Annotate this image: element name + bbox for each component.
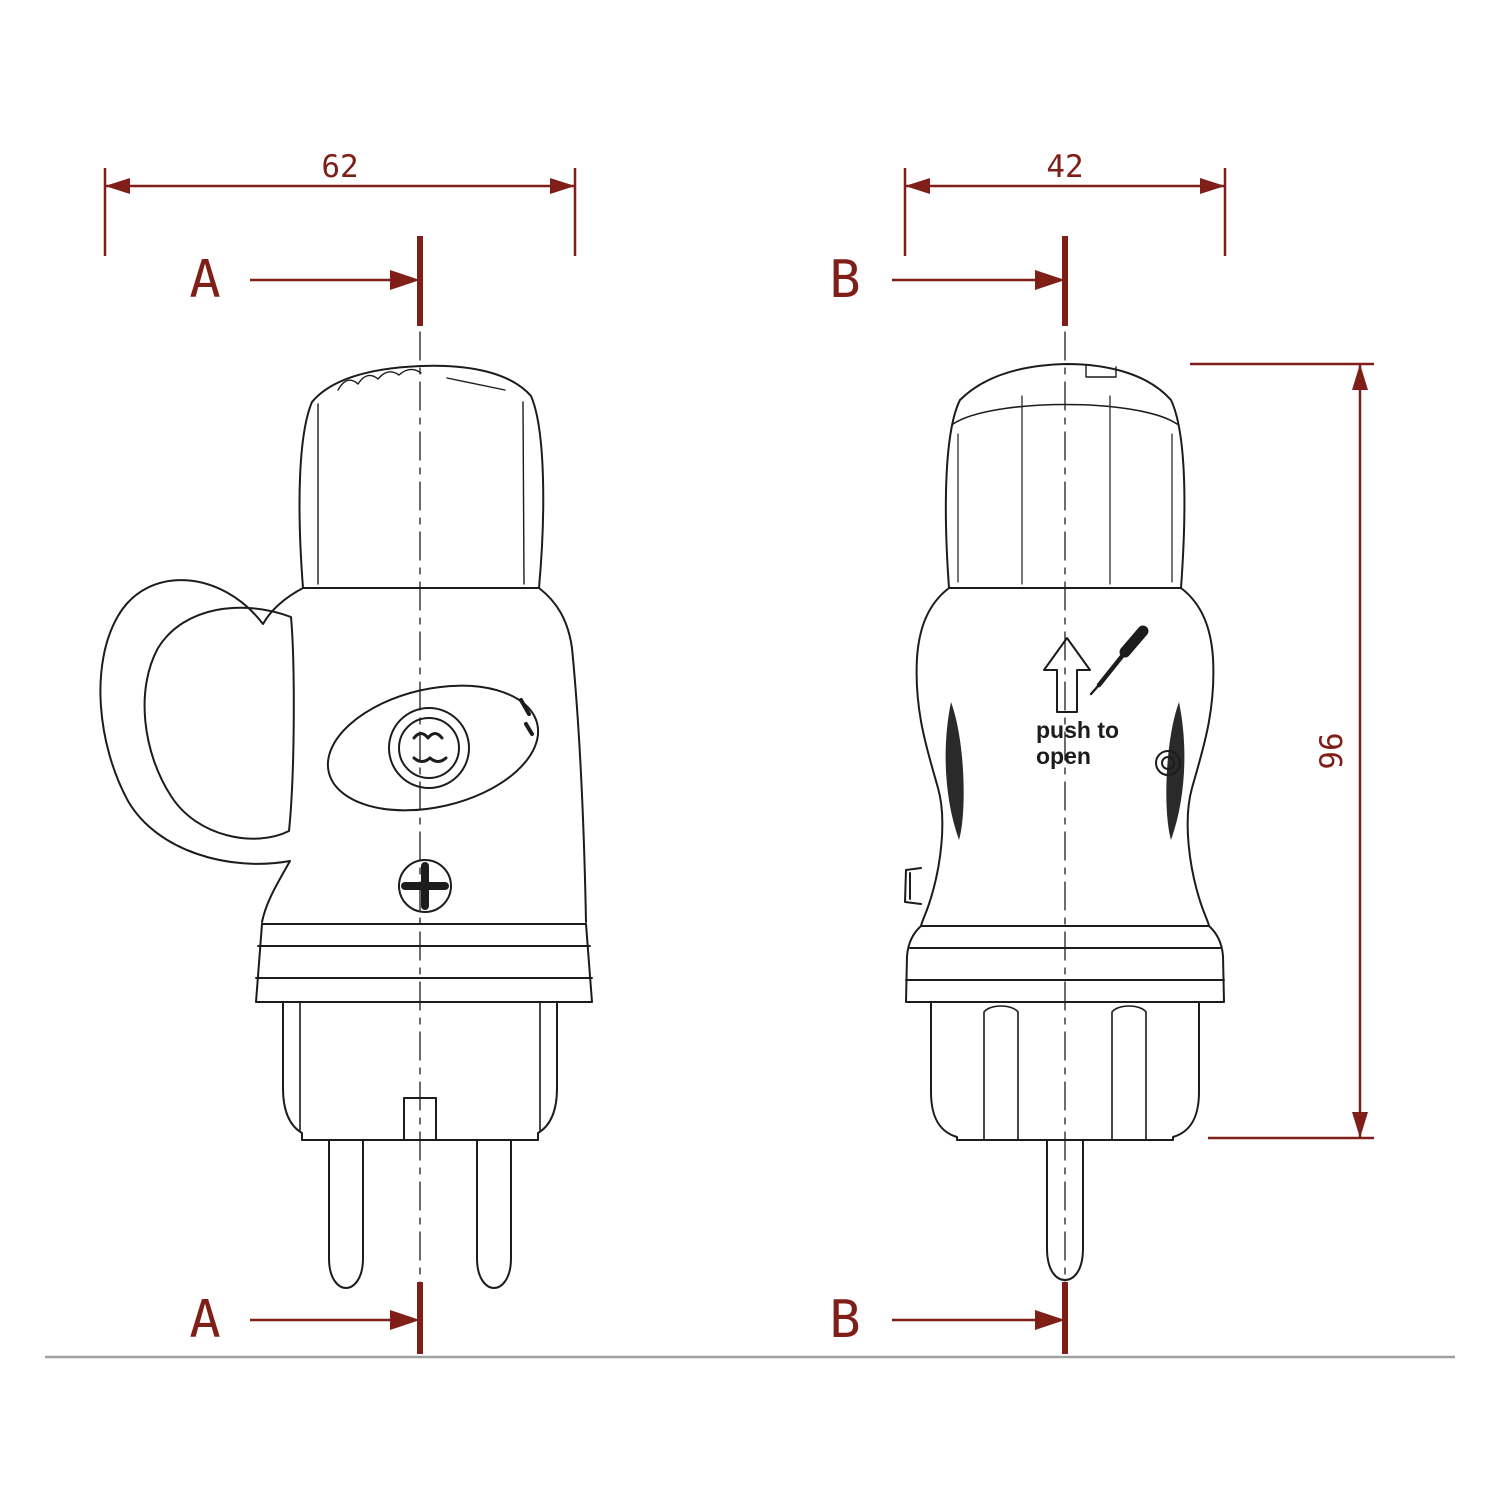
right-logo-icon bbox=[1155, 750, 1181, 776]
dim-height-arrow-bottom bbox=[1352, 1112, 1368, 1138]
left-collar bbox=[255, 923, 593, 1003]
plug-pin-left bbox=[328, 1139, 364, 1289]
section-marker-a-bottom bbox=[250, 1282, 423, 1354]
left-cap-knurl-top bbox=[337, 368, 422, 391]
plug-pin-right bbox=[476, 1139, 512, 1289]
right-body-left-edge bbox=[915, 587, 950, 927]
dim-right-arrow-end bbox=[1200, 178, 1225, 194]
grip-dimple-right bbox=[1166, 702, 1185, 840]
dim-height-value: 96 bbox=[1314, 732, 1350, 769]
section-a-bottom-arrow bbox=[390, 1310, 420, 1330]
left-view-drawing bbox=[99, 331, 593, 1299]
plug-pin-front bbox=[1046, 1139, 1084, 1281]
dim-left-width bbox=[103, 168, 577, 256]
section-b-top-arrow bbox=[1035, 270, 1065, 290]
dim-left-arrow-start bbox=[105, 178, 130, 194]
right-plug-head-slots bbox=[983, 1005, 1147, 1141]
section-b-bottom-arrow bbox=[1035, 1310, 1065, 1330]
section-b-top-label: B bbox=[829, 250, 860, 310]
dim-left-arrow-end bbox=[550, 178, 575, 194]
dim-height-arrow-top bbox=[1352, 364, 1368, 390]
dim-right-ext-lines bbox=[903, 168, 1227, 256]
section-marker-a-top bbox=[250, 236, 423, 326]
left-body-right-edge bbox=[538, 587, 587, 923]
brand-logo-inner-ring bbox=[398, 717, 460, 779]
section-b-bottom-label: B bbox=[829, 1290, 860, 1350]
right-view-drawing bbox=[904, 331, 1225, 1299]
right-cap-top-notch bbox=[1085, 365, 1117, 378]
dim-height bbox=[1190, 362, 1374, 1140]
left-cap-top-notch bbox=[446, 377, 506, 391]
section-marker-b-top bbox=[892, 236, 1068, 326]
dim-left-width-value: 62 bbox=[321, 149, 358, 185]
right-cap-seams bbox=[957, 395, 1173, 585]
left-handle-outer bbox=[99, 579, 304, 923]
grip-dimple-left bbox=[945, 702, 964, 840]
left-cap-outline bbox=[298, 364, 545, 589]
section-a-top-label: A bbox=[189, 250, 220, 310]
section-a-bottom-label: A bbox=[189, 1290, 220, 1350]
dim-left-ext-lines bbox=[103, 168, 577, 256]
dim-right-width bbox=[903, 168, 1227, 256]
left-cap-knurl-right bbox=[522, 401, 525, 585]
side-latch bbox=[904, 867, 922, 905]
screw-cross bbox=[401, 862, 449, 910]
right-cap-outline bbox=[944, 363, 1186, 589]
brand-logo-glyphs bbox=[412, 732, 448, 763]
section-marker-b-bottom bbox=[892, 1282, 1068, 1354]
section-a-top-arrow bbox=[390, 270, 420, 290]
push-to-open-note-line1: push to bbox=[1036, 717, 1119, 743]
brand-badge-oval bbox=[326, 684, 540, 812]
brand-logo-icon bbox=[388, 707, 470, 789]
left-body-markings bbox=[519, 698, 534, 736]
push-to-open-note-line2: open bbox=[1036, 743, 1091, 769]
right-logo-inner bbox=[1161, 756, 1175, 770]
left-handle-hole bbox=[143, 606, 295, 840]
dim-height-ext-lines bbox=[1190, 362, 1374, 1140]
arrow-up-icon bbox=[1043, 637, 1091, 713]
left-plug-head-side-slots bbox=[299, 1001, 541, 1131]
dim-right-width-value: 42 bbox=[1046, 149, 1083, 185]
dim-right-arrow-start bbox=[905, 178, 930, 194]
screwdriver-icon bbox=[1089, 625, 1149, 696]
dimension-annotations bbox=[103, 168, 1374, 1354]
right-body-right-edge bbox=[1180, 587, 1215, 927]
